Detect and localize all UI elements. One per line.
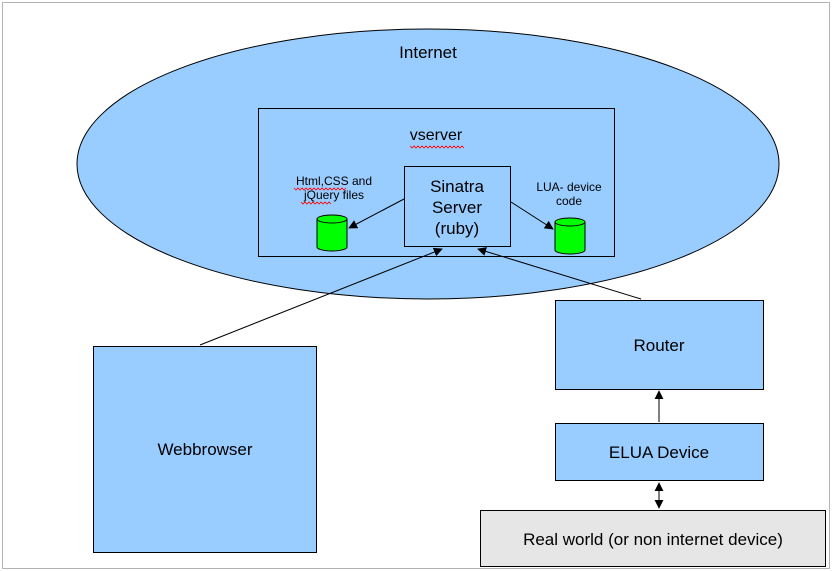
- router-box: [555, 300, 764, 390]
- vserver-spellcheck-underline: [409, 145, 465, 149]
- jquery-spellcheck-underline: [300, 201, 332, 205]
- html-files-label-line2: jQuery files: [303, 188, 364, 202]
- webbrowser-to-sinatra-arrow: [199, 247, 443, 346]
- vserver-label: vserver: [410, 127, 463, 144]
- webbrowser-box: [93, 346, 317, 553]
- internet-ellipse: [76, 28, 780, 300]
- router-label: Router: [633, 336, 684, 355]
- sinatra-label-line1: Sinatra: [430, 177, 484, 196]
- real-world-label: Real world (or non internet device): [523, 530, 783, 549]
- lua-code-label-line1: LUA- device: [536, 180, 602, 194]
- vserver-box: [258, 108, 615, 257]
- html-files-label-line1: Html,CSS and: [296, 174, 372, 188]
- elua-device-box: [555, 423, 764, 481]
- lua-code-label-line2: code: [556, 194, 582, 208]
- elua-device-label: ELUA Device: [609, 443, 709, 462]
- lua-code-database-icon: [554, 217, 586, 255]
- sinatra-label-line2: Server: [432, 198, 482, 217]
- real-world-box: [480, 510, 826, 567]
- webbrowser-label: Webbrowser: [157, 440, 252, 459]
- sinatra-label-line3: (ruby): [435, 219, 479, 238]
- sinatra-server-box: [404, 166, 511, 247]
- html-files-database-icon: [316, 214, 348, 252]
- sinatra-to-lua-code-arrow: [510, 201, 554, 230]
- sinatra-to-html-files-arrow: [348, 198, 405, 229]
- router-to-sinatra-arrow: [477, 247, 642, 300]
- html-spellcheck-underline: [293, 187, 347, 191]
- internet-label: Internet: [399, 43, 457, 62]
